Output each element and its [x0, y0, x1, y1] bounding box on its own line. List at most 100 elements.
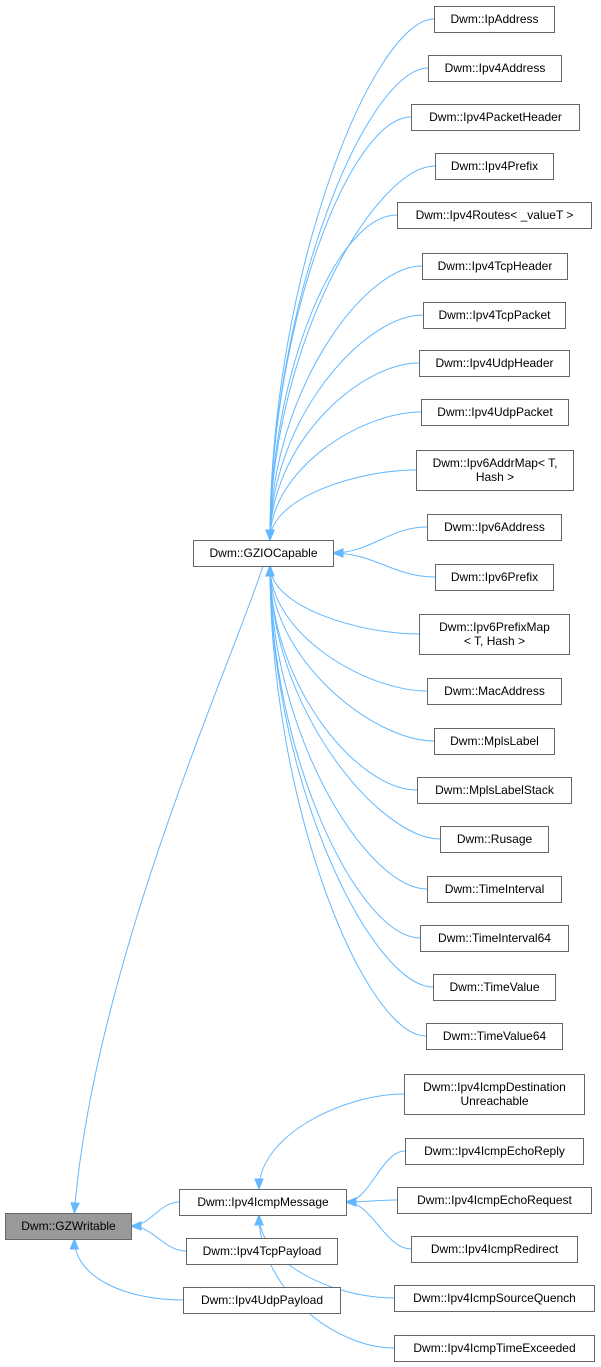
node-ipv4tcpheader[interactable]: Dwm::Ipv4TcpHeader	[422, 253, 568, 280]
node-icmpechorequest[interactable]: Dwm::Ipv4IcmpEchoRequest	[397, 1187, 592, 1214]
node-box	[397, 202, 592, 229]
node-timevalue64[interactable]: Dwm::TimeValue64	[426, 1023, 563, 1050]
node-ipv4tcppacket[interactable]: Dwm::Ipv4TcpPacket	[423, 302, 566, 329]
node-box	[417, 777, 572, 804]
node-ipv4icmpmessage[interactable]: Dwm::Ipv4IcmpMessage	[179, 1189, 347, 1216]
node-label: Dwm::Ipv4IcmpRedirect	[431, 1242, 559, 1256]
node-box	[193, 540, 334, 567]
node-ipv4udpheader[interactable]: Dwm::Ipv4UdpHeader	[419, 350, 570, 377]
node-box	[419, 350, 570, 377]
edge-arrowhead	[344, 1197, 357, 1207]
node-gziocapable[interactable]: Dwm::GZIOCapable	[193, 540, 334, 567]
node-box	[411, 1236, 578, 1263]
edge-arrowhead	[265, 529, 275, 542]
edge-ipv6addrmap-gziocapable	[269, 469, 417, 541]
node-box	[427, 876, 562, 903]
edge-arrowhead	[254, 1213, 264, 1226]
node-label: Dwm::TimeInterval	[445, 882, 545, 896]
node-ipv4udppacket[interactable]: Dwm::Ipv4UdpPacket	[421, 399, 569, 426]
node-icmpsourcequench[interactable]: Dwm::Ipv4IcmpSourceQuench	[394, 1285, 595, 1312]
edge-icmpechoreply-ipv4icmpmessage	[345, 1150, 406, 1203]
node-macaddress[interactable]: Dwm::MacAddress	[427, 678, 562, 705]
node-box	[435, 153, 554, 180]
edge-timevalue64-gziocapable	[269, 565, 427, 1037]
edge-ipv4routes-gziocapable	[269, 214, 398, 541]
node-label: Dwm::Ipv4IcmpEchoReply	[424, 1144, 565, 1158]
node-gzwritable[interactable]: Dwm::GZWritable	[5, 1213, 132, 1240]
node-ipv6prefix[interactable]: Dwm::Ipv6Prefix	[435, 564, 554, 591]
edge-arrowhead	[331, 548, 344, 558]
node-label: Dwm::Ipv4Address	[445, 61, 546, 75]
node-label: Dwm::Ipv6Address	[444, 520, 545, 534]
node-box	[416, 450, 574, 491]
node-timeinterval64[interactable]: Dwm::TimeInterval64	[420, 925, 569, 952]
node-label: < T, Hash >	[464, 634, 525, 648]
edge-ipv4udppacket-gziocapable	[269, 411, 422, 541]
node-label: Dwm::Rusage	[457, 832, 533, 846]
node-box	[397, 1187, 592, 1214]
node-label: Dwm::GZIOCapable	[209, 546, 317, 560]
edge-ipv6address-gziocapable	[332, 526, 428, 554]
node-timevalue[interactable]: Dwm::TimeValue	[433, 974, 556, 1001]
node-ipv4address[interactable]: Dwm::Ipv4Address	[428, 55, 562, 82]
node-box	[394, 1335, 595, 1362]
node-label: Dwm::MacAddress	[444, 684, 545, 698]
node-label: Dwm::Ipv4Routes< _valueT >	[416, 208, 574, 222]
node-box	[435, 564, 554, 591]
node-timeinterval[interactable]: Dwm::TimeInterval	[427, 876, 562, 903]
edge-ipv4tcpheader-gziocapable	[269, 265, 423, 541]
node-label: Dwm::Ipv4IcmpDestination	[423, 1080, 566, 1094]
node-ipv6addrmap[interactable]: Dwm::Ipv6AddrMap< T,Hash >	[416, 450, 574, 491]
edge-ipv4tcppacket-gziocapable	[269, 314, 424, 541]
node-ipv4routes[interactable]: Dwm::Ipv4Routes< _valueT >	[397, 202, 592, 229]
node-label: Dwm::Ipv4UdpPacket	[437, 405, 553, 419]
node-box	[428, 55, 562, 82]
node-mplslabel[interactable]: Dwm::MplsLabel	[434, 728, 555, 755]
edge-arrowhead	[70, 1202, 80, 1215]
node-ipv4prefix[interactable]: Dwm::Ipv4Prefix	[435, 153, 554, 180]
node-label: Dwm::Ipv4UdpHeader	[435, 356, 553, 370]
node-label: Dwm::Ipv4PacketHeader	[429, 110, 562, 124]
nodes-layer: Dwm::GZWritableDwm::GZIOCapableDwm::Ipv4…	[5, 6, 595, 1362]
node-box	[5, 1213, 132, 1240]
node-icmpredirect[interactable]: Dwm::Ipv4IcmpRedirect	[411, 1236, 578, 1263]
edge-ipv4packetheader-gziocapable	[269, 116, 412, 541]
edge-timeinterval-gziocapable	[269, 565, 428, 890]
node-label: Dwm::Ipv6Prefix	[451, 570, 538, 584]
node-box	[420, 925, 569, 952]
node-rusage[interactable]: Dwm::Rusage	[440, 826, 549, 853]
node-box	[179, 1189, 347, 1216]
node-label: Dwm::IpAddress	[450, 12, 538, 26]
node-label: Dwm::MplsLabel	[450, 734, 539, 748]
node-label: Dwm::Ipv4TcpPayload	[203, 1244, 322, 1258]
node-box	[411, 104, 580, 131]
node-label: Dwm::Ipv4UdpPayload	[201, 1293, 323, 1307]
edge-icmpsourcequench-ipv4icmpmessage	[258, 1214, 395, 1299]
node-label: Dwm::Ipv4IcmpTimeExceeded	[413, 1341, 575, 1355]
node-ipv6prefixmap[interactable]: Dwm::Ipv6PrefixMap< T, Hash >	[419, 614, 570, 655]
node-ipv4udppayload[interactable]: Dwm::Ipv4UdpPayload	[183, 1287, 341, 1314]
node-mplslabelstack[interactable]: Dwm::MplsLabelStack	[417, 777, 572, 804]
edge-rusage-gziocapable	[269, 565, 441, 840]
node-ipaddress[interactable]: Dwm::IpAddress	[434, 6, 555, 33]
node-ipv4packetheader[interactable]: Dwm::Ipv4PacketHeader	[411, 104, 580, 131]
node-label: Dwm::MplsLabelStack	[435, 783, 555, 797]
node-label: Dwm::Ipv6AddrMap< T,	[433, 456, 558, 470]
edge-gziocapable-gzwritable	[73, 565, 264, 1214]
edge-mplslabelstack-gziocapable	[269, 565, 418, 791]
node-icmptimeexceeded[interactable]: Dwm::Ipv4IcmpTimeExceeded	[394, 1335, 595, 1362]
node-ipv4tcppayload[interactable]: Dwm::Ipv4TcpPayload	[186, 1238, 338, 1265]
node-label: Dwm::Ipv4IcmpEchoRequest	[417, 1193, 572, 1207]
node-label: Dwm::Ipv4TcpHeader	[438, 259, 553, 273]
node-icmpechoreply[interactable]: Dwm::Ipv4IcmpEchoReply	[405, 1138, 584, 1165]
node-label: Unreachable	[460, 1094, 528, 1108]
node-box	[426, 1023, 563, 1050]
node-label: Dwm::Ipv4IcmpMessage	[197, 1195, 329, 1209]
edge-mplslabel-gziocapable	[269, 565, 435, 742]
node-ipv6address[interactable]: Dwm::Ipv6Address	[427, 514, 562, 541]
node-box	[422, 253, 568, 280]
edge-timeinterval64-gziocapable	[269, 565, 421, 939]
node-box	[405, 1138, 584, 1165]
